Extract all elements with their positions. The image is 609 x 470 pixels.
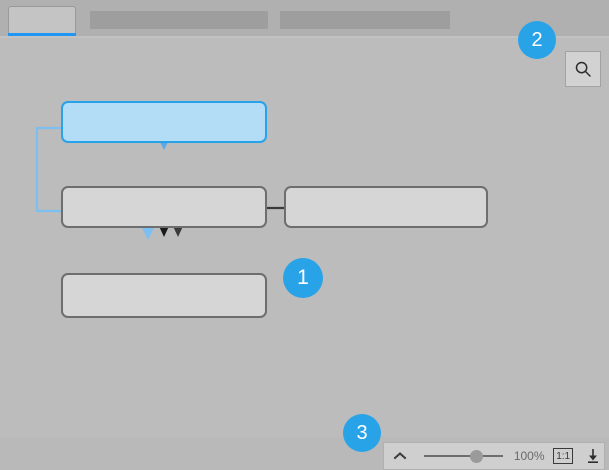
tab-active-indicator	[8, 33, 76, 36]
top-bar-divider	[0, 36, 609, 38]
tab-placeholder-2[interactable]	[280, 11, 450, 29]
diagram-node-bottom[interactable]	[61, 273, 267, 318]
chevron-up-icon[interactable]	[384, 443, 416, 469]
diagram-node-root[interactable]	[61, 101, 267, 143]
zoom-slider-track	[423, 455, 503, 457]
search-icon	[575, 61, 591, 77]
reset-zoom-button[interactable]: 1:1	[553, 448, 573, 464]
chevron-up-glyph	[393, 452, 407, 460]
diagram-canvas[interactable]: 1 3 100% 1:1	[0, 38, 609, 470]
zoom-slider[interactable]	[418, 443, 509, 469]
zoom-level-value: 100%	[513, 449, 545, 463]
annotation-badge-1: 1	[283, 258, 323, 298]
tab-active[interactable]	[8, 6, 76, 34]
tab-placeholder-1[interactable]	[90, 11, 268, 29]
annotation-badge-3: 3	[343, 414, 381, 452]
download-glyph	[588, 449, 599, 463]
edge-root-to-bottom-arrowhead	[142, 228, 154, 240]
diagram-node-mid-left[interactable]	[61, 186, 267, 228]
zoom-slider-thumb[interactable]	[469, 450, 483, 463]
annotation-badge-2: 2	[518, 21, 556, 59]
search-button[interactable]	[565, 51, 601, 87]
diagram-connectors	[35, 105, 388, 240]
zoom-toolbar[interactable]: 100% 1:1	[383, 442, 605, 470]
diagram-node-mid-right[interactable]	[284, 186, 488, 228]
top-bar	[0, 0, 609, 36]
download-icon[interactable]	[583, 445, 604, 467]
